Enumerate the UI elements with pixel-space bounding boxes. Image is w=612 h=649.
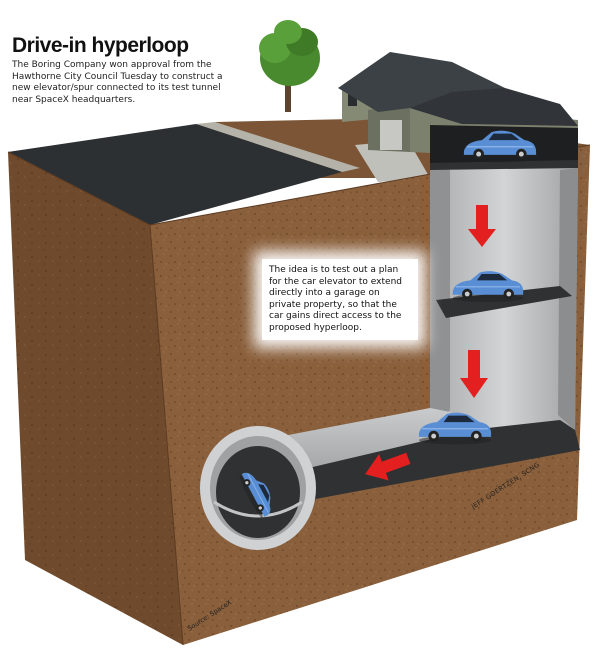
page-title: Drive-in hyperloop [12, 34, 189, 57]
arrow-left-icon [365, 452, 411, 481]
arrow-down-icon [460, 350, 488, 398]
callout-text: The idea is to test out a plan for the c… [262, 259, 418, 340]
soil-front-face [8, 152, 183, 645]
tree-icon [259, 20, 320, 112]
arrow-down-icon [468, 205, 496, 247]
page-subtitle: The Boring Company won approval from the… [12, 60, 223, 105]
elevator-platform [436, 286, 572, 318]
